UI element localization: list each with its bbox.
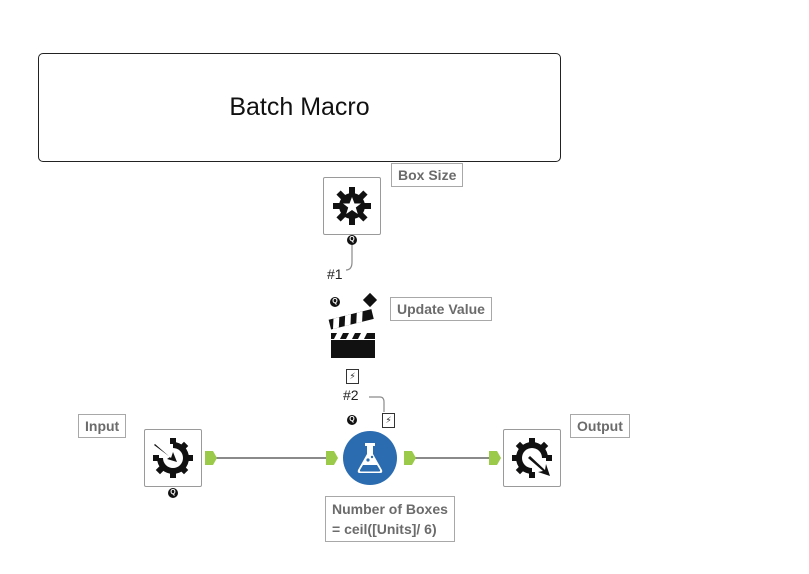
anchor-2-label: #2 <box>343 387 359 403</box>
q-input-badge[interactable]: Q <box>330 297 340 307</box>
batch-macro-container[interactable]: Batch Macro <box>38 53 561 162</box>
macro-input-tool[interactable] <box>144 429 202 487</box>
bolt-output-icon[interactable]: ⚡ <box>346 369 359 384</box>
clapperboard-icon <box>328 309 375 358</box>
q-input-tool-badge[interactable]: Q <box>168 488 178 498</box>
macro-output-tool[interactable] <box>503 429 561 487</box>
formula-label-line-1: Number of Boxes <box>332 501 448 517</box>
q-output-badge[interactable]: Q <box>347 235 357 245</box>
anchor-1-label: #1 <box>327 266 343 282</box>
action-tool[interactable] <box>327 309 379 361</box>
gear-arrow-in-icon <box>153 438 193 478</box>
container-title: Batch Macro <box>229 93 370 121</box>
input-label: Input <box>78 414 127 438</box>
formula-tool[interactable] <box>342 430 398 486</box>
q-formula-badge[interactable]: Q <box>347 415 357 425</box>
gear-star-icon <box>333 187 371 225</box>
update-value-label: Update Value <box>390 297 492 321</box>
box-size-label: Box Size <box>391 163 464 187</box>
bolt-input-icon[interactable]: ⚡ <box>382 413 395 428</box>
formula-expression-label: Number of Boxes = ceil([Units]/ 6) <box>325 496 455 542</box>
control-parameter-tool[interactable] <box>323 177 381 235</box>
output-label: Output <box>570 414 630 438</box>
formula-label-line-2: = ceil([Units]/ 6) <box>332 521 437 537</box>
gear-arrow-out-icon <box>512 438 552 478</box>
flask-icon <box>343 431 397 485</box>
